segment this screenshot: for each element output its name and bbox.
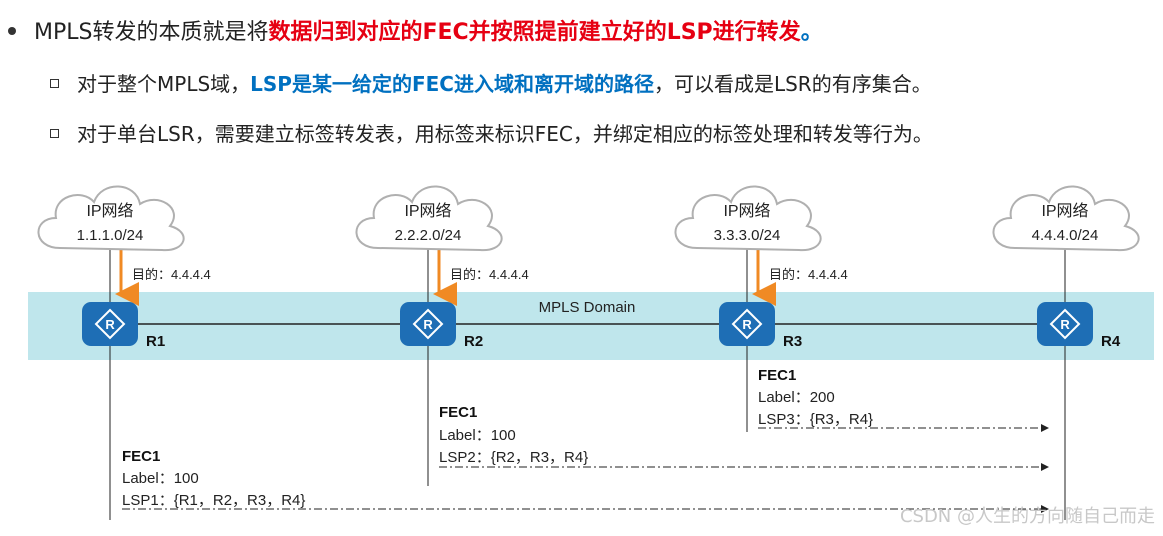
- destination-label-r3: 目的：4.4.4.4: [769, 267, 848, 282]
- ip-cloud-1: IP网络 1.1.1.0/24: [37, 185, 185, 252]
- fec-r2-name: FEC1: [439, 404, 477, 421]
- fec-block-r2: FEC1 Label：100 LSP2：{R2，R3，R4}: [439, 404, 1049, 471]
- cloud-4-subnet: 4.4.4.0/24: [1032, 227, 1099, 244]
- fec-block-r3: FEC1 Label：200 LSP3：{R3，R4}: [758, 367, 1049, 432]
- router-r4-label: R4: [1101, 333, 1121, 350]
- mpls-domain-label: MPLS Domain: [539, 299, 636, 316]
- cloud-3-subnet: 3.3.3.0/24: [714, 227, 781, 244]
- fec-r2-lsp: LSP2：{R2，R3，R4}: [439, 449, 588, 466]
- ip-cloud-3: IP网络 3.3.3.0/24: [674, 185, 822, 252]
- bullet-dot-icon: [8, 27, 16, 35]
- cloud-1-subnet: 1.1.1.0/24: [77, 227, 144, 244]
- router-r2-glyph: R: [423, 317, 433, 332]
- router-r3-glyph: R: [742, 317, 752, 332]
- router-r3-label: R3: [783, 333, 802, 350]
- sub-bullet-lsr-text: 对于单台LSR，需要建立标签转发表，用标签来标识FEC，并绑定相应的标签处理和转…: [77, 122, 933, 146]
- fec-r3-lsp: LSP3：{R3，R4}: [758, 411, 873, 428]
- mpls-domain-band: [28, 292, 1154, 360]
- fec-r2-label: Label：100: [439, 427, 516, 444]
- destination-label-r1: 目的：4.4.4.4: [132, 267, 211, 282]
- destination-label-r2: 目的：4.4.4.4: [450, 267, 529, 282]
- router-icon: [400, 302, 456, 346]
- router-r4: R R4: [1037, 302, 1121, 350]
- router-r4-glyph: R: [1060, 317, 1070, 332]
- router-icon: [1037, 302, 1093, 346]
- cloud-2-subnet: 2.2.2.0/24: [395, 227, 462, 244]
- sub-bullet-lsp-suffix: ，可以看成是LSR的有序集合。: [653, 72, 932, 96]
- cloud-1-title: IP网络: [86, 201, 133, 220]
- router-icon: [82, 302, 138, 346]
- router-r1-label: R1: [146, 333, 165, 350]
- router-r2: R R2: [400, 302, 483, 350]
- fec-r3-name: FEC1: [758, 367, 796, 384]
- cloud-2-title: IP网络: [404, 201, 451, 220]
- fec-r3-label: Label：200: [758, 389, 835, 406]
- router-r2-label: R2: [464, 333, 483, 350]
- sub-bullet-lsp-prefix: 对于整个MPLS域，: [77, 72, 251, 96]
- main-bullet-highlight: 数据归到对应的FEC并按照提前建立好的LSP进行转发: [268, 20, 801, 45]
- watermark: CSDN @人生的方向随自己而走: [899, 506, 1155, 527]
- fec-r1-label: Label：100: [122, 470, 199, 487]
- fec-r1-name: FEC1: [122, 448, 160, 465]
- sub-bullet-lsr: 对于单台LSR，需要建立标签转发表，用标签来标识FEC，并绑定相应的标签处理和转…: [50, 118, 933, 147]
- ip-cloud-2: IP网络 2.2.2.0/24: [355, 185, 503, 252]
- main-bullet-prefix: MPLS转发的本质就是将: [34, 20, 269, 45]
- fec-block-r1: FEC1 Label：100 LSP1：{R1，R2，R3，R4}: [122, 448, 1049, 513]
- sub-bullet-lsp: 对于整个MPLS域，LSP是某一给定的FEC进入域和离开域的路径，可以看成是LS…: [50, 68, 932, 97]
- main-bullet: MPLS转发的本质就是将数据归到对应的FEC并按照提前建立好的LSP进行转发。: [8, 14, 823, 46]
- router-r3: R R3: [719, 302, 802, 350]
- bullet-square-icon: [50, 79, 59, 88]
- cloud-4-title: IP网络: [1041, 201, 1088, 220]
- router-icon: [719, 302, 775, 346]
- router-r1: R R1: [82, 302, 165, 350]
- sub-bullet-lsp-highlight: LSP是某一给定的FEC进入域和离开域的路径: [250, 72, 654, 96]
- cloud-3-title: IP网络: [723, 201, 770, 220]
- ip-cloud-4: IP网络 4.4.4.0/24: [992, 185, 1140, 252]
- bullet-square-icon: [50, 129, 59, 138]
- router-r1-glyph: R: [105, 317, 115, 332]
- main-bullet-suffix: 。: [800, 20, 823, 45]
- fec-r1-lsp: LSP1：{R1，R2，R3，R4}: [122, 492, 305, 509]
